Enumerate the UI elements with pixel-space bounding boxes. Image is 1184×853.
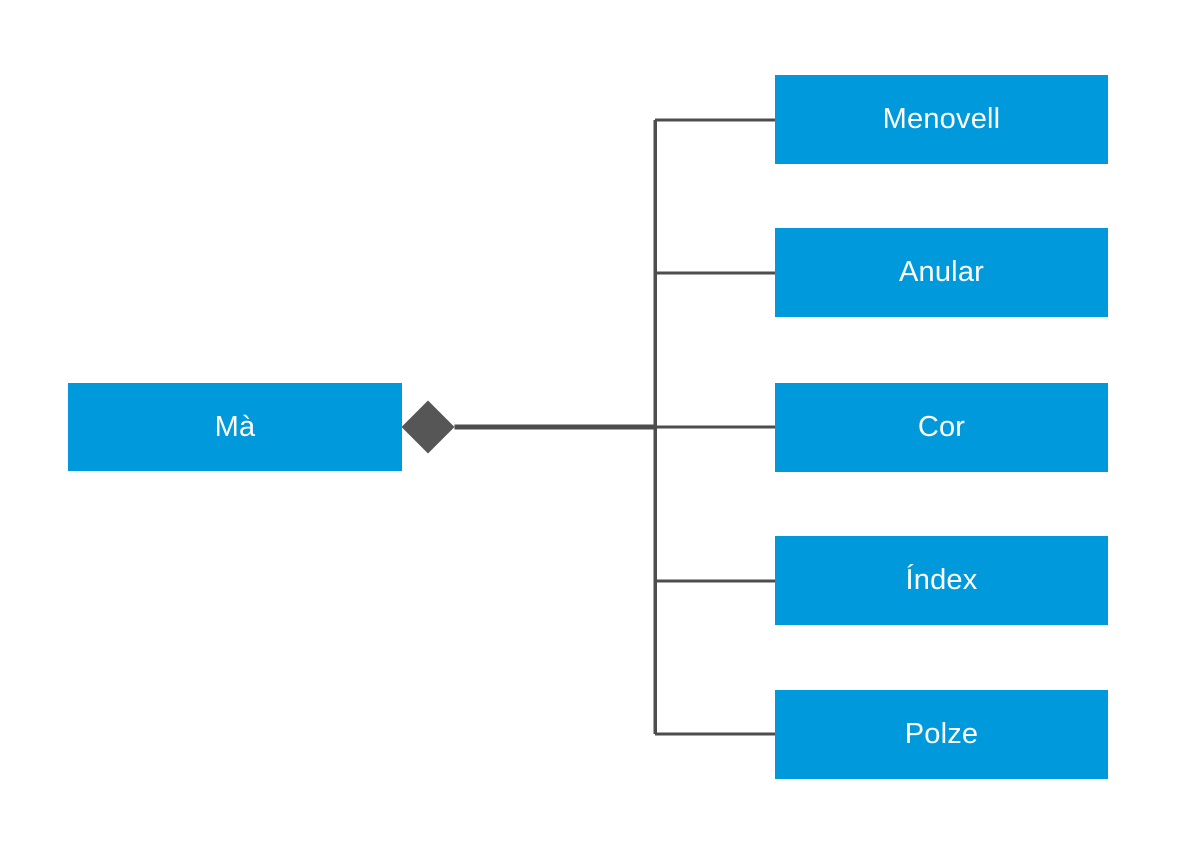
- aggregation-diamond[interactable]: [401, 400, 455, 454]
- node-child-menovell[interactable]: Menovell: [775, 75, 1108, 164]
- node-root-label: Mà: [214, 410, 256, 443]
- node-child-menovell-label: Menovell: [882, 103, 1001, 135]
- node-child-anular-label: Anular: [898, 256, 985, 288]
- node-root[interactable]: Mà: [68, 383, 402, 471]
- node-child-cor-label: Cor: [917, 411, 966, 443]
- node-child-anular[interactable]: Anular: [775, 228, 1108, 317]
- node-child-cor[interactable]: Cor: [775, 383, 1108, 472]
- connector-lines: [454, 118, 775, 736]
- node-child-index-label: Índex: [905, 564, 978, 596]
- node-child-index[interactable]: Índex: [775, 536, 1108, 625]
- node-child-polze-label: Polze: [904, 718, 979, 750]
- node-child-polze[interactable]: Polze: [775, 690, 1108, 779]
